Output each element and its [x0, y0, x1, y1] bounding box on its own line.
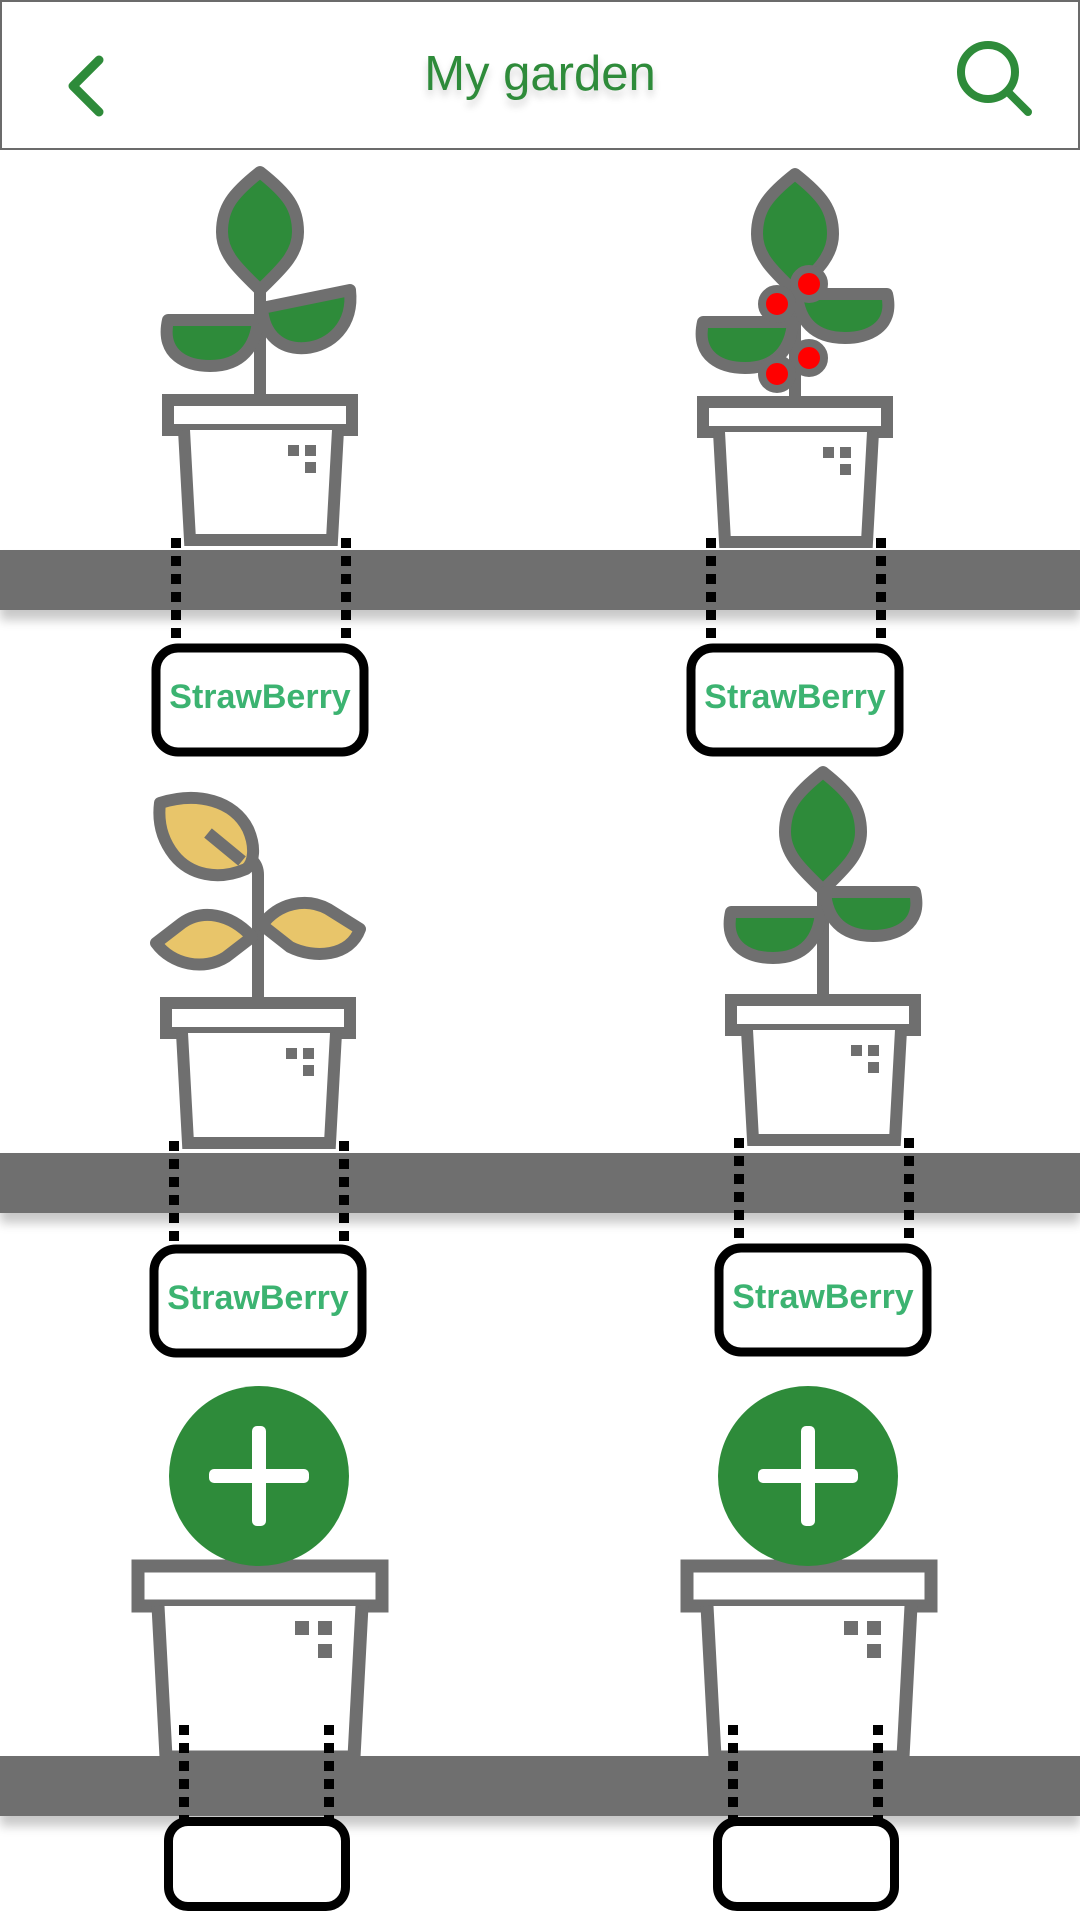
app-header: My garden — [0, 0, 1080, 150]
search-button[interactable] — [950, 34, 1040, 124]
empty-pot-icon — [680, 1559, 938, 1825]
sprout-icon — [151, 166, 369, 757]
search-icon — [957, 41, 1032, 116]
back-button[interactable] — [57, 44, 127, 124]
add-plant-button[interactable] — [168, 1385, 350, 1567]
plant-label: StrawBerry — [732, 1278, 914, 1316]
page-title: My garden — [424, 47, 656, 101]
empty-name-tag[interactable] — [713, 1817, 899, 1911]
plant-slot-1[interactable]: StrawBerry — [140, 160, 380, 760]
sprout-icon — [714, 766, 932, 1357]
plant-label: StrawBerry — [704, 678, 886, 716]
add-plant-button[interactable] — [717, 1385, 899, 1567]
plant-label: StrawBerry — [167, 1279, 349, 1317]
plant-slot-2[interactable]: StrawBerry — [675, 160, 915, 760]
plant-label: StrawBerry — [169, 678, 351, 716]
plus-icon — [718, 1386, 898, 1566]
plant-slot-4[interactable]: StrawBerry — [703, 760, 943, 1360]
empty-name-tag[interactable] — [164, 1817, 350, 1911]
empty-pot-icon — [131, 1559, 389, 1825]
plant-slot-3[interactable]: StrawBerry — [138, 785, 378, 1365]
chevron-left-icon — [68, 55, 104, 117]
empty-slot-1 — [130, 1385, 390, 1920]
berry-plant-icon — [686, 168, 904, 757]
shelf-2 — [0, 1153, 1080, 1213]
wilted-sprout-icon — [149, 792, 367, 1358]
plus-icon — [169, 1386, 349, 1566]
empty-slot-2 — [679, 1385, 939, 1920]
